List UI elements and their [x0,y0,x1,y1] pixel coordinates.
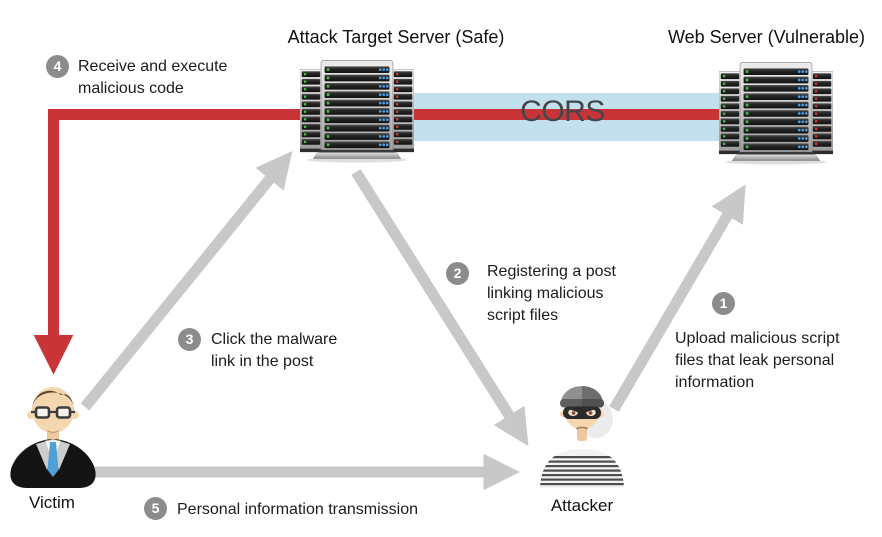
step4-text: Receive and execute malicious code [78,58,228,97]
step3-arrow [80,151,293,411]
step2-arrow [351,169,529,447]
attacker-burglar-icon [540,386,624,488]
web-server-title: Web Server (Vulnerable) [667,27,866,47]
step2-text: Registering a post linking malicious scr… [487,263,616,324]
step5-text: Personal information transmission [177,501,418,518]
victim-person-icon [10,387,96,488]
step1-badge: 1 [712,292,735,315]
step4-red-arrow [33,109,831,375]
attacker-label: Attacker [550,496,614,515]
step5-badge: 5 [144,497,167,520]
step1-arrow [609,184,746,412]
step1-text: Upload malicious script files that leak … [675,330,840,391]
step3-text: Click the malware link in the post [211,331,338,370]
attack-target-server-title: Attack Target Server (Safe) [287,27,505,47]
step3-badge: 3 [178,328,201,351]
web-server-icon [719,62,833,165]
step2-badge: 2 [446,262,469,285]
step4-badge: 4 [46,55,69,78]
attack-target-server-icon [300,60,414,163]
victim-label: Victim [29,493,75,512]
cors-label: CORS [520,95,605,128]
